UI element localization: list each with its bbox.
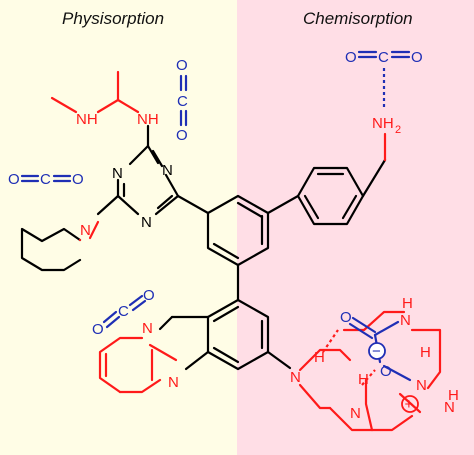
- bond-triazine-to-piperidine: [96, 194, 120, 216]
- svg-text:C: C: [118, 303, 129, 320]
- physisorption-title: Physisorption: [62, 9, 164, 28]
- piperidine-n: N: [80, 222, 91, 239]
- amine-chain-top: NH NH: [50, 70, 159, 128]
- bond-core-to-triazine: [176, 194, 210, 215]
- macrocycle-amine: [298, 310, 442, 432]
- macro-n-right: N: [444, 399, 455, 416]
- co2-lower: O C O: [92, 287, 155, 338]
- svg-text:O: O: [8, 171, 20, 188]
- hbond-left: [322, 329, 339, 353]
- svg-text:NH: NH: [372, 115, 394, 132]
- macro-h-left: H: [314, 349, 325, 366]
- triazine-n-left: N: [112, 165, 123, 182]
- svg-text:2: 2: [395, 124, 401, 136]
- triazine-n-right: N: [162, 162, 173, 179]
- macro-n-left: N: [290, 369, 301, 386]
- svg-text:C: C: [40, 171, 51, 188]
- minus-charge: −: [368, 342, 386, 360]
- svg-text:−: −: [372, 343, 381, 360]
- triazine-n-bottom: N: [141, 214, 152, 231]
- amine-nh-right: NH: [137, 111, 159, 128]
- co2-chemisorption: O C O: [345, 49, 423, 66]
- svg-text:C: C: [177, 93, 188, 110]
- bicyclic-n-top: N: [142, 320, 153, 337]
- bond-ch2-down: [158, 315, 174, 331]
- bicyclic-n-right: N: [168, 374, 179, 391]
- bond-n-ring-right: [88, 220, 100, 240]
- chemisorption-title: Chemisorption: [303, 9, 413, 28]
- macro-h-center-left: H: [358, 371, 369, 388]
- svg-text:O: O: [92, 321, 104, 338]
- plus-charge: +: [401, 395, 419, 413]
- svg-text:O: O: [72, 171, 84, 188]
- macro-h-right: H: [448, 387, 459, 404]
- physisorption-panel: [0, 0, 237, 455]
- co2-left: O C O: [8, 171, 84, 188]
- carbamate-o-bottom: O: [380, 363, 392, 380]
- amine-nh-left: NH: [76, 111, 98, 128]
- chemisorption-panel: [237, 0, 474, 455]
- bond-lower-ring-n: [184, 350, 210, 371]
- svg-text:O: O: [176, 57, 188, 74]
- carbamate-o-top: O: [340, 309, 352, 326]
- macro-nh-center: N: [416, 377, 427, 394]
- macro-h-top: H: [402, 295, 413, 312]
- bond-lower-ring-right-n: [266, 350, 292, 370]
- bond-phenyl-to-ch2: [361, 158, 387, 198]
- piperidine-ring: [20, 227, 82, 272]
- svg-text:C: C: [378, 49, 389, 66]
- triazine-ring: [116, 144, 180, 216]
- svg-text:O: O: [143, 287, 155, 304]
- macro-n-bottom: N: [350, 405, 361, 422]
- svg-text:O: O: [345, 49, 357, 66]
- macro-nh-top: N: [400, 312, 411, 329]
- nh2-group: NH 2: [372, 115, 401, 136]
- svg-text:+: +: [405, 396, 414, 413]
- bicyclic-amine: [98, 336, 178, 394]
- svg-text:O: O: [411, 49, 423, 66]
- svg-text:O: O: [176, 127, 188, 144]
- bond-core-to-phenyl: [266, 194, 300, 215]
- macro-h-center-top: H: [420, 344, 431, 361]
- co2-top: O C O: [176, 57, 188, 144]
